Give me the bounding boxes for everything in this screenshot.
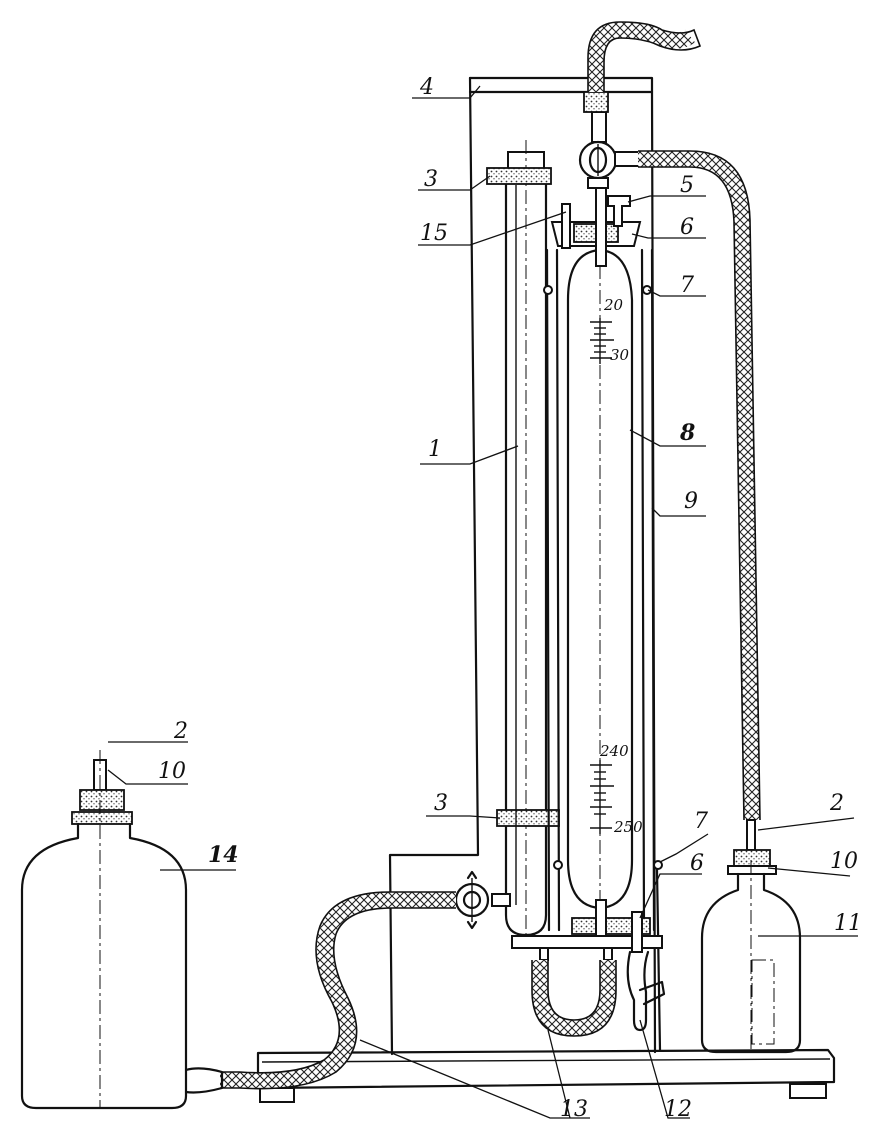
- label-11: 11: [834, 911, 862, 936]
- scale-mark-240: 240: [599, 742, 629, 760]
- label-15: 15: [420, 221, 448, 246]
- label-1: 1: [428, 437, 442, 462]
- label-10-right: 10: [830, 849, 858, 874]
- leader-lines: [107, 85, 858, 1119]
- bottom-fittings: [511, 899, 666, 1037]
- scale-mark-250: 250: [613, 818, 643, 836]
- left-valve: [454, 870, 511, 930]
- label-5: 5: [680, 173, 694, 198]
- label-6-top: 6: [680, 215, 694, 240]
- label-6-bottom: 6: [690, 851, 704, 876]
- label-10-left: 10: [158, 759, 186, 784]
- left-hose: [220, 891, 456, 1090]
- label-8: 8: [679, 420, 695, 446]
- label-7-top: 7: [680, 273, 694, 298]
- label-14: 14: [208, 842, 239, 868]
- scale-mark-30: 30: [610, 346, 630, 364]
- scale-mark-20: 20: [603, 296, 624, 314]
- measuring-burette: [566, 240, 634, 920]
- label-2-left: 2: [173, 719, 188, 744]
- top-hose: [587, 21, 702, 92]
- label-3-bottom: 3: [434, 791, 448, 816]
- bottle-11: [700, 819, 802, 1054]
- top-fittings: [550, 91, 642, 267]
- label-12: 12: [664, 1097, 692, 1122]
- label-7-bottom: 7: [694, 809, 708, 834]
- label-3-top: 3: [424, 167, 438, 192]
- label-2-right: 2: [829, 791, 844, 816]
- right-hose: [638, 150, 761, 821]
- support-rods: [543, 248, 663, 932]
- label-4: 4: [419, 75, 434, 100]
- label-9: 9: [684, 489, 698, 514]
- absorber-column: [486, 140, 560, 945]
- bottle-14: [20, 750, 224, 1110]
- label-13: 13: [560, 1097, 588, 1122]
